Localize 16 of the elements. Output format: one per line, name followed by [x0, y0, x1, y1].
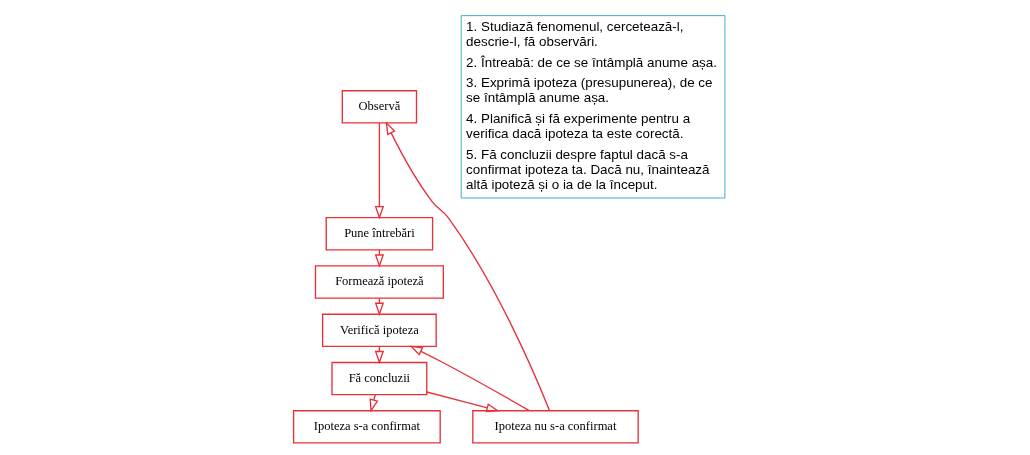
node-box: Ipoteza s-a confirmat [292, 410, 441, 444]
node-box: Ipoteza nu s-a confirmat [471, 410, 639, 444]
label: 5. Fă concluzii despre faptul dacă s-a confirmat ipoteza ta. Dacă nu, înaintează altă ipoteză și o ia de la început. [465, 146, 710, 193]
label: 1. Studiază fenomenul, cercetează-l, descrie-l, fă observări. [465, 18, 683, 50]
node-box: Observă [341, 90, 417, 124]
node-box: Verifică ipoteza [321, 313, 437, 348]
arrow [425, 391, 500, 413]
arrow [408, 345, 530, 412]
node-box: Fă concluzii [330, 361, 427, 396]
node-box: Formează ipoteză [314, 265, 444, 299]
arrow [374, 122, 384, 220]
label: 2. Întreabă: de ce se întâmplă anume așa. [465, 54, 717, 70]
node-box: Pune întrebări [325, 217, 433, 251]
label: 4. Planifică și fă experimente pentru a verifica dacă ipoteza ta este corectă. [465, 110, 690, 142]
arrow [385, 121, 550, 412]
label: 3. Exprimă ipoteza (presupunerea), de ce se întâmplă anume așa. [465, 75, 712, 106]
